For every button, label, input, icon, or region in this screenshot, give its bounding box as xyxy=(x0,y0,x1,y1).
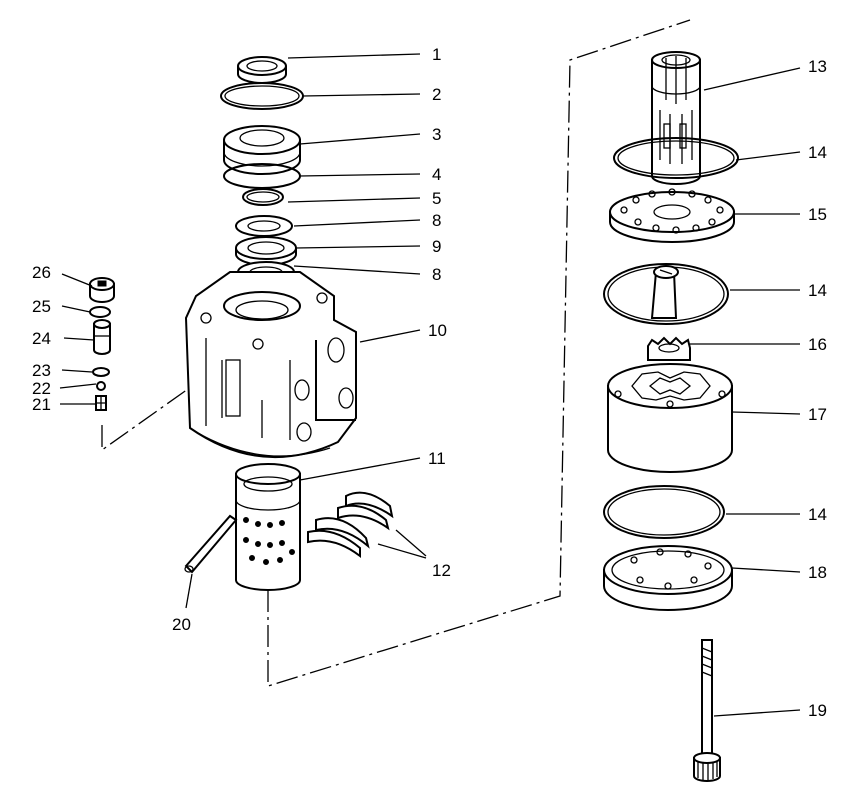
part-23-o-ring xyxy=(92,367,110,377)
callout-10: 10 xyxy=(428,321,447,340)
spool-holes xyxy=(243,517,295,565)
callout-1: 1 xyxy=(432,45,441,64)
part-13-drive-link xyxy=(650,265,679,319)
part-15-spacer-plate xyxy=(609,188,735,243)
callout-21: 21 xyxy=(32,395,51,414)
callout-4: 4 xyxy=(432,165,441,184)
part-22-check-ball xyxy=(96,381,106,391)
callout-8-lower: 8 xyxy=(432,265,441,284)
part-18-end-cap xyxy=(603,545,733,611)
plate-holes xyxy=(620,188,724,234)
part-8-bearing-race-upper xyxy=(235,215,293,237)
part-5-quad-ring xyxy=(242,188,284,206)
part-16-drive-gear xyxy=(647,336,691,361)
leader-lines xyxy=(59,53,801,717)
part-9-thrust-bearing xyxy=(235,236,297,266)
callout-3: 3 xyxy=(432,125,441,144)
callout-23: 23 xyxy=(32,361,51,380)
callout-26: 26 xyxy=(32,263,51,282)
part-2-retaining-ring xyxy=(220,82,304,110)
callout-17: 17 xyxy=(808,405,827,424)
callout-24: 24 xyxy=(32,329,51,348)
part-20-drive-pin xyxy=(184,514,238,574)
callout-25: 25 xyxy=(32,297,51,316)
callout-5: 5 xyxy=(432,189,441,208)
part-1-dust-seal xyxy=(237,56,287,84)
part-17-gerotor-ring xyxy=(607,363,733,473)
callout-13: 13 xyxy=(808,57,827,76)
part-12-centering-springs xyxy=(307,491,394,559)
callout-22: 22 xyxy=(32,379,51,398)
callout-labels: 1 2 3 4 5 8 9 8 10 11 12 13 14 15 14 16 … xyxy=(32,45,827,720)
part-25-o-ring xyxy=(89,306,111,318)
callout-15: 15 xyxy=(808,205,827,224)
callout-18: 18 xyxy=(808,563,827,582)
callout-8-upper: 8 xyxy=(432,211,441,230)
part-21-roll-pin xyxy=(95,395,107,411)
part-11-spool-sleeve xyxy=(235,463,301,591)
callout-9: 9 xyxy=(432,237,441,256)
part-13-drive-shaft xyxy=(651,51,701,185)
part-19-cap-screw xyxy=(693,639,721,782)
callout-11: 11 xyxy=(428,449,446,468)
callout-2: 2 xyxy=(432,85,441,104)
part-14-seal-ring-3 xyxy=(603,485,725,539)
part-24-check-valve-seat xyxy=(93,319,111,355)
callout-14-top: 14 xyxy=(808,143,827,162)
callout-14-low: 14 xyxy=(808,505,827,524)
part-14-seal-ring-1 xyxy=(613,137,739,179)
callout-16: 16 xyxy=(808,335,827,354)
callout-19: 19 xyxy=(808,701,827,720)
callout-14-mid: 14 xyxy=(808,281,827,300)
part-26-plug xyxy=(89,277,115,303)
callout-20: 20 xyxy=(172,615,191,634)
part-10-housing xyxy=(184,271,357,458)
callout-12: 12 xyxy=(432,561,451,580)
